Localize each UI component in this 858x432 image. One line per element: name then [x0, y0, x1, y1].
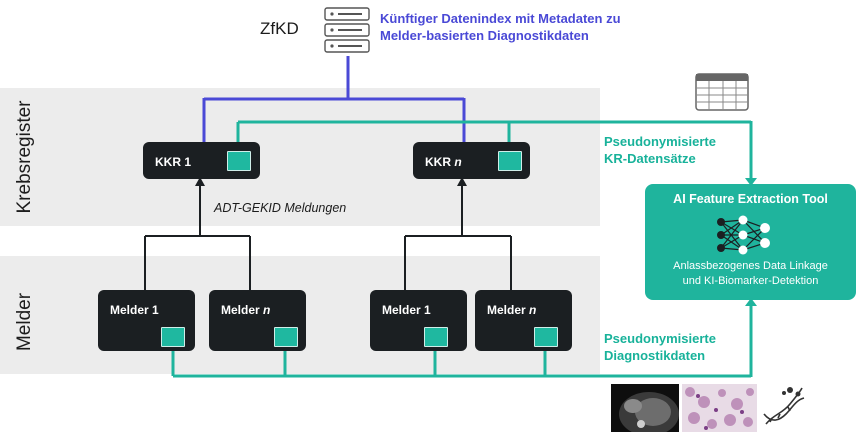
zfkd-description-line1: Künftiger Datenindex mit Metadaten zu: [380, 11, 621, 26]
ai-tool-line1: Anlassbezogenes Data Linkage: [673, 260, 828, 272]
melder-n-node-right[interactable]: Melder n: [475, 290, 572, 351]
server-stack-icon: [324, 7, 370, 53]
melder-n-left-port: [274, 327, 298, 347]
arrowhead-ai-bottom: [745, 298, 757, 306]
ai-feature-extraction-tool[interactable]: AI Feature Extraction Tool Anlassbezogen…: [645, 184, 856, 300]
kkr-n-suffix: n: [454, 155, 462, 169]
kkr-n-port: [498, 151, 522, 171]
melder-n-right-label: Melder: [487, 303, 530, 317]
pseudo-kr-line1: Pseudonymisierte: [604, 134, 716, 149]
ct-scan-image-icon: [611, 384, 679, 432]
melder-1-node-right[interactable]: Melder 1: [370, 290, 467, 351]
ai-tool-description: Anlassbezogenes Data Linkage und KI-Biom…: [645, 259, 856, 289]
pseudo-kr-line2: KR-Datensätze: [604, 151, 696, 166]
zfkd-description-line2: Melder-basierten Diagnostikdaten: [380, 28, 589, 43]
histology-image-icon: [682, 384, 757, 432]
zfkd-label: ZfKD: [260, 19, 299, 38]
melder-to-kkr-connector: [144, 185, 512, 290]
neural-network-icon: [717, 215, 770, 255]
melder-1-right-label: Melder 1: [382, 303, 431, 317]
kkr-1-node[interactable]: KKR 1: [143, 142, 260, 179]
data-table-icon: [695, 73, 749, 111]
melder-n-left-suffix: n: [263, 303, 271, 317]
kkr-n-label: KKR: [425, 155, 455, 169]
arrowhead-kkrn: [457, 177, 467, 186]
melder-n-left-label: Melder: [221, 303, 264, 317]
ai-tool-line2: und KI-Biomarker-Detektion: [682, 275, 819, 287]
pseudo-diag-line1: Pseudonymisierte: [604, 331, 716, 346]
pseudo-kr-label: Pseudonymisierte KR-Datensätze: [604, 133, 716, 167]
adt-gekid-label: ADT-GEKID Meldungen: [214, 201, 347, 215]
ai-tool-title: AI Feature Extraction Tool: [673, 192, 828, 206]
zfkd-connector: [202, 56, 466, 145]
pseudo-diag-label: Pseudonymisierte Diagnostikdaten: [604, 330, 716, 364]
zfkd-description: Künftiger Datenindex mit Metadaten zu Me…: [380, 10, 621, 44]
arrowhead-kkr1: [195, 177, 205, 186]
melder-1-left-label: Melder 1: [110, 303, 159, 317]
pseudo-diag-line2: Diagnostikdaten: [604, 348, 706, 363]
melder-n-node-left[interactable]: Melder n: [209, 290, 306, 351]
melder-1-node-left[interactable]: Melder 1: [98, 290, 195, 351]
arrowhead-ai-top: [745, 178, 757, 186]
kkr-1-label: KKR 1: [155, 155, 192, 169]
dna-molecule-icon: [763, 387, 805, 425]
melder-1-left-port: [161, 327, 185, 347]
kkr-n-node[interactable]: KKR n: [413, 142, 530, 179]
melder-1-right-port: [424, 327, 448, 347]
melder-n-right-port: [534, 327, 558, 347]
kkr-1-port: [227, 151, 251, 171]
melder-n-right-suffix: n: [529, 303, 537, 317]
